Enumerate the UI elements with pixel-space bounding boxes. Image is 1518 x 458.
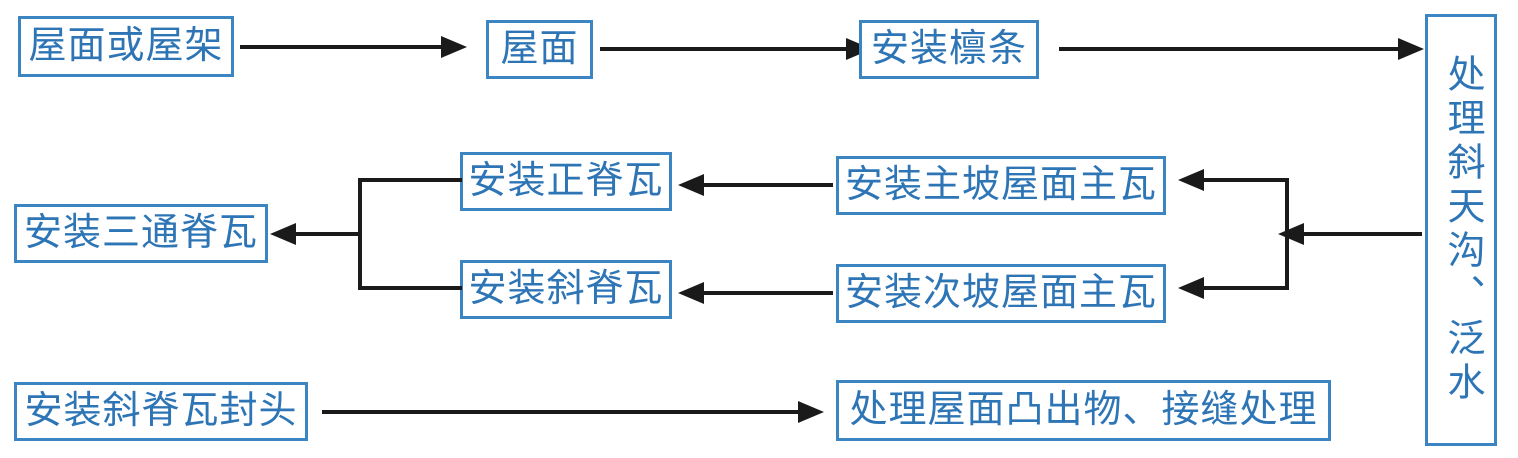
edge-n1-n2-arrowhead [441,36,467,58]
node-install-ridge-tiles[interactable]: 安装正脊瓦 [460,152,672,211]
node-roof-or-truss[interactable]: 屋面或屋架 [18,16,234,77]
edge-n1-n2-line [240,45,445,49]
node-install-secondary-slope-tiles[interactable]: 安装次坡屋面主瓦 [836,264,1166,323]
edge-bracket-n6-line [1200,286,1289,290]
node-handle-valley-flashing[interactable]: 处理斜天沟、泛水 [1425,14,1497,446]
node-roof[interactable]: 屋面 [486,20,593,79]
edge-n5-n7-line [700,183,833,187]
edge-n10-n11-arrowhead [798,401,824,423]
edge-merge-n9-line [292,232,362,236]
edge-n8-merge-line [360,286,462,290]
edge-n6-n8-line [700,291,833,295]
node-handle-roof-protrusions-seams[interactable]: 处理屋面凸出物、接缝处理 [836,380,1331,441]
edge-bracket-n5-line [1200,178,1289,182]
node-install-hip-ridge-end-cap[interactable]: 安装斜脊瓦封头 [14,382,308,441]
edge-n3-n4-arrowhead [1398,38,1424,60]
edge-merge-n9-arrowhead [270,223,296,245]
node-install-main-slope-tiles[interactable]: 安装主坡屋面主瓦 [836,156,1166,215]
node-install-hip-ridge-tiles[interactable]: 安装斜脊瓦 [460,260,672,319]
edge-bracket-n5-arrowhead [1178,169,1204,191]
edge-n4-bracket-arrowhead [1278,223,1304,245]
edge-n7-merge-line [360,178,462,182]
node-install-tee-ridge-tiles[interactable]: 安装三通脊瓦 [14,204,268,263]
edge-n2-n3-line [600,47,850,51]
edge-n5-n7-arrowhead [678,174,704,196]
node-install-purlins[interactable]: 安装檩条 [859,20,1039,79]
edge-n4-bracket-line [1300,232,1422,236]
edge-n10-n11-line [322,410,802,414]
edge-n6-n8-arrowhead [678,282,704,304]
edge-bracket-n6-arrowhead [1178,277,1204,299]
right-bracket-vertical [1285,178,1289,290]
edge-n3-n4-line [1059,47,1404,51]
